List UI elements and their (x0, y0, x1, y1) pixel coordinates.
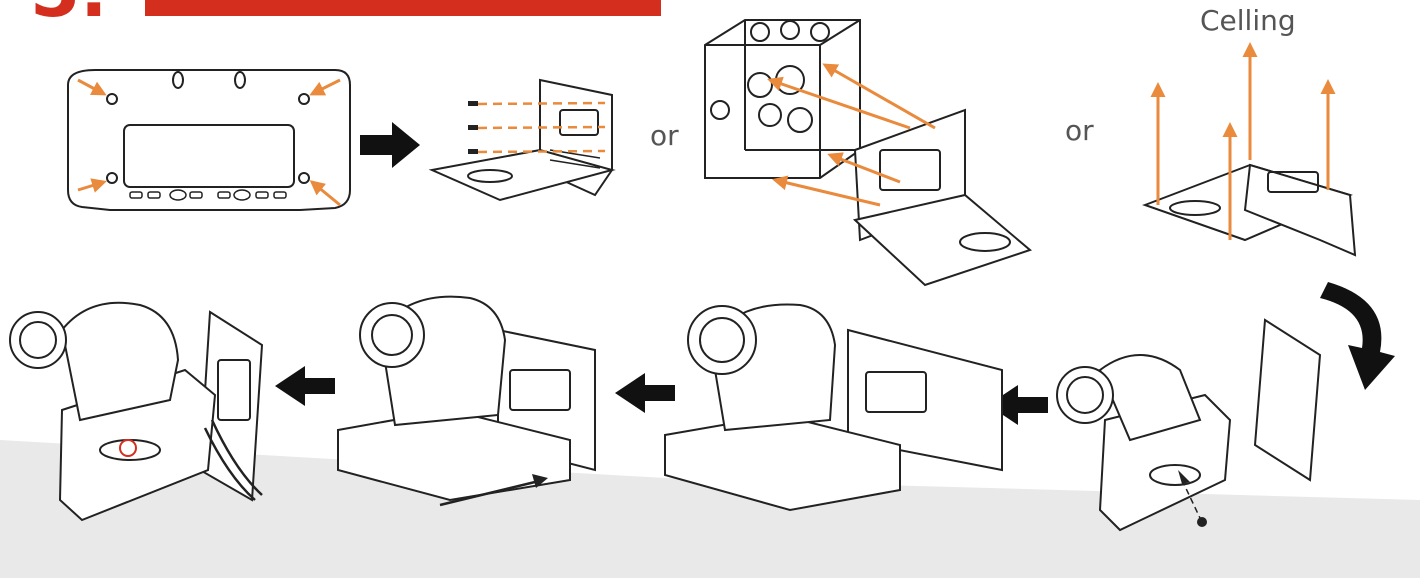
bracket-flat-orange-arrows (77, 78, 341, 207)
camera-step-3 (664, 303, 1003, 512)
step-number: 5. (30, 0, 107, 33)
ceiling-orange-arrows (1150, 42, 1336, 240)
electrical-box-bracket (852, 108, 1033, 287)
slide-arrow-head (532, 474, 548, 488)
screw-dashed-lines (477, 101, 606, 154)
camera-step-1 (9, 301, 264, 522)
camera-step-2 (337, 295, 596, 502)
ceiling-label: Celling (1200, 4, 1296, 37)
screws (468, 101, 478, 154)
black-left-arrow-icon-3 (275, 366, 335, 406)
title-bar (145, 0, 661, 16)
or-label-1: or (650, 119, 679, 152)
screw-dash-line (1181, 479, 1201, 519)
curved-arrow-icon (1320, 282, 1395, 390)
or-label-2: or (1065, 114, 1094, 147)
camera-step-4 (1056, 318, 1322, 532)
l-bracket-screws (428, 78, 616, 202)
electrical-box (704, 19, 861, 179)
bracket-flat-view (67, 69, 351, 211)
screw-part (1197, 517, 1207, 527)
screw-up-arrow (1178, 470, 1190, 484)
black-left-arrow-icon-2 (615, 373, 675, 413)
black-right-arrow-icon (360, 122, 420, 168)
electrical-box-orange-arrows (767, 63, 936, 207)
ceiling-bracket (1142, 163, 1357, 257)
slide-arrow-line (439, 480, 536, 507)
